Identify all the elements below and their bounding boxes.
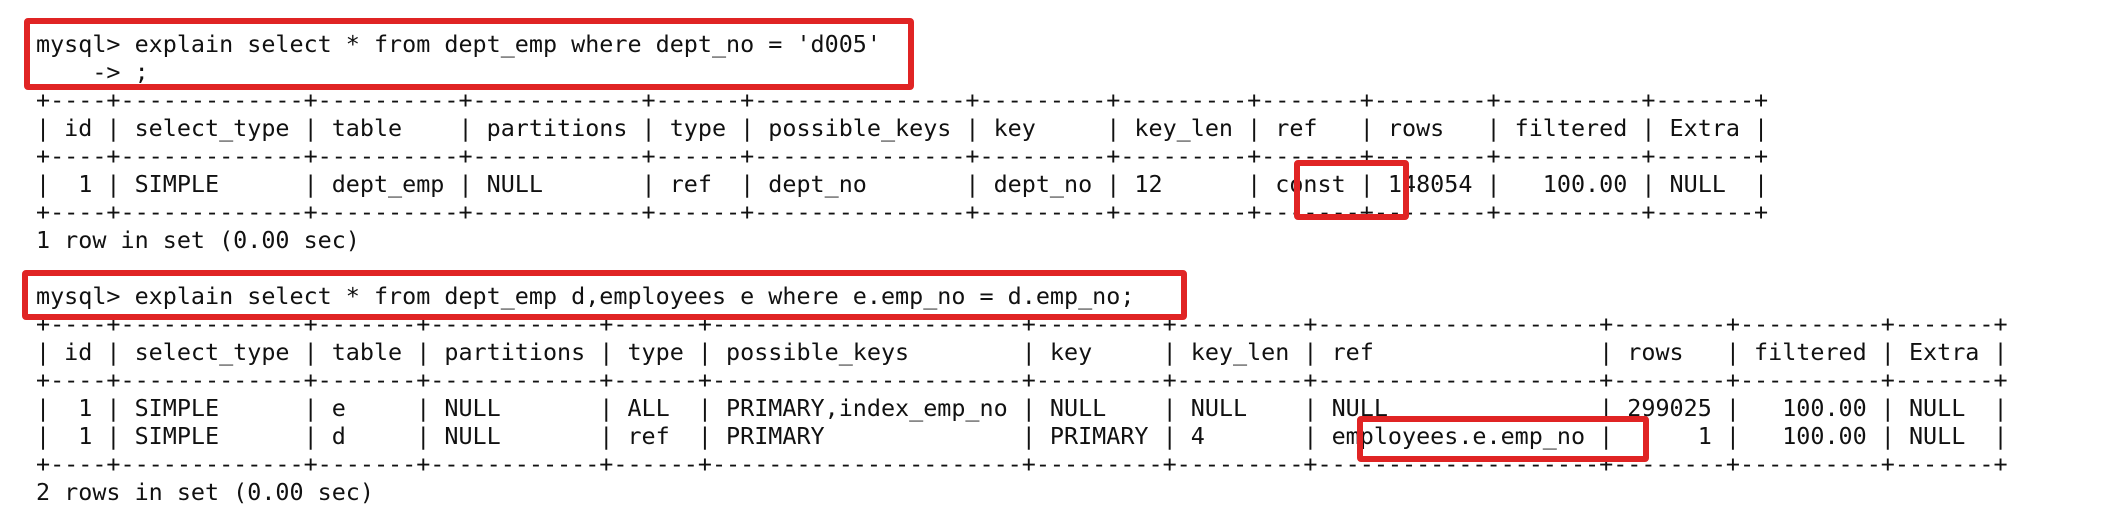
query1-table-border-top: +----+-------------+----------+---------… (36, 86, 1769, 114)
query2-table-border-mid: +----+-------------+-------+------------… (36, 366, 2008, 394)
query2-table-border-top: +----+-------------+-------+------------… (36, 310, 2008, 338)
query1-table-row: | 1 | SIMPLE | dept_emp | NULL | ref | d… (36, 170, 1769, 198)
query2-table-row: | 1 | SIMPLE | e | NULL | ALL | PRIMARY,… (36, 394, 2008, 422)
query2-prompt: mysql> explain select * from dept_emp d,… (36, 282, 1135, 310)
query1-table-border-mid: +----+-------------+----------+---------… (36, 142, 1769, 170)
query2-table-border-bottom: +----+-------------+-------+------------… (36, 450, 2008, 478)
query1-continuation: -> ; (36, 58, 149, 86)
query1-table-header: | id | select_type | table | partitions … (36, 114, 1769, 142)
query1-result: 1 row in set (0.00 sec) (36, 226, 360, 254)
query1-table-border-bottom: +----+-------------+----------+---------… (36, 198, 1769, 226)
query1-prompt: mysql> explain select * from dept_emp wh… (36, 30, 881, 58)
query2-table-header: | id | select_type | table | partitions … (36, 338, 2008, 366)
query2-table-row: | 1 | SIMPLE | d | NULL | ref | PRIMARY … (36, 422, 2008, 450)
query2-result: 2 rows in set (0.00 sec) (36, 478, 374, 506)
